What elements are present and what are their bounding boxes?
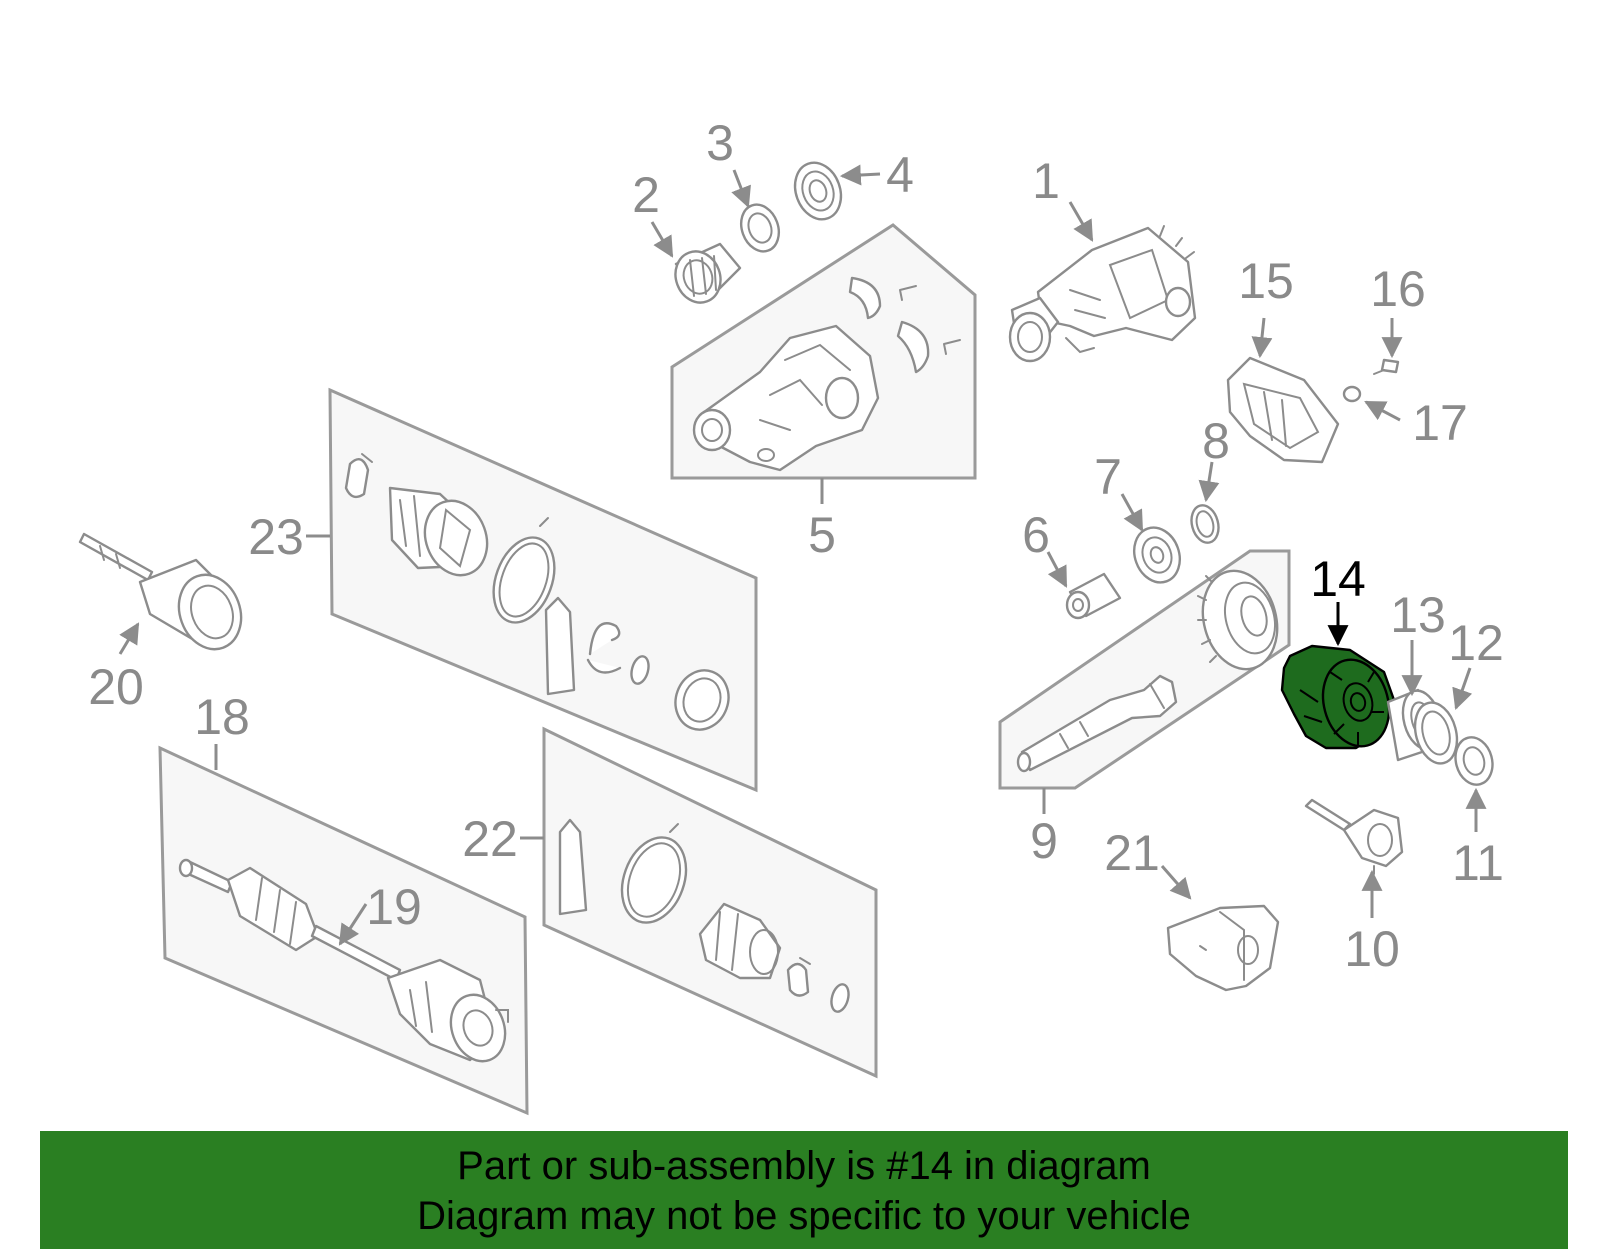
part-14-differential-case[interactable] [1280, 644, 1398, 754]
callout-19[interactable]: 19 [366, 879, 422, 935]
callout-13[interactable]: 13 [1390, 587, 1446, 643]
callout-12[interactable]: 12 [1448, 615, 1504, 671]
part-12-bearing-race[interactable] [1409, 698, 1464, 768]
part-7-bearing[interactable] [1127, 521, 1187, 589]
callout-21[interactable]: 21 [1104, 825, 1160, 881]
callout-20[interactable]: 20 [88, 659, 144, 715]
part-17-washer[interactable] [1342, 385, 1362, 403]
callout-15[interactable]: 15 [1238, 253, 1294, 309]
callout-numbers: 1 2 3 4 5 6 7 8 9 10 11 12 13 14 15 16 1… [88, 115, 1504, 977]
part-9-ring-and-pinion [1016, 569, 1279, 773]
info-banner: Part or sub-assembly is #14 in diagram D… [40, 1131, 1568, 1249]
callout-10[interactable]: 10 [1344, 921, 1400, 977]
banner-line-2: Diagram may not be specific to your vehi… [417, 1194, 1191, 1238]
panel-22-contents [558, 818, 850, 1013]
callout-1[interactable]: 1 [1032, 153, 1060, 209]
callout-7[interactable]: 7 [1094, 449, 1122, 505]
callout-18[interactable]: 18 [194, 689, 250, 745]
callout-14[interactable]: 14 [1310, 551, 1366, 607]
part-19-axle-shaft[interactable] [178, 858, 514, 1069]
part-11-side-seal[interactable] [1450, 733, 1497, 789]
callout-16[interactable]: 16 [1370, 261, 1426, 317]
callout-2[interactable]: 2 [632, 167, 660, 223]
callout-6[interactable]: 6 [1022, 507, 1050, 563]
part-5-carrier-assembly [692, 276, 961, 472]
part-8-o-ring[interactable] [1188, 502, 1223, 545]
part-20-inner-cv-joint[interactable] [78, 532, 251, 658]
callout-22[interactable]: 22 [462, 811, 518, 867]
leader-lines [118, 164, 1487, 946]
panel-23-contents [344, 453, 730, 731]
part-1-differential-housing[interactable] [1008, 225, 1197, 363]
callout-9[interactable]: 9 [1030, 813, 1058, 869]
callout-3[interactable]: 3 [706, 115, 734, 171]
part-6-bushing[interactable] [1065, 572, 1122, 620]
part-4-bearing[interactable] [787, 156, 848, 226]
part-15-rear-cover[interactable] [1226, 356, 1340, 464]
part-16-bolt[interactable] [1373, 358, 1400, 375]
callout-8[interactable]: 8 [1202, 413, 1230, 469]
callout-23[interactable]: 23 [248, 509, 304, 565]
part-10-side-flange[interactable] [1304, 798, 1404, 875]
banner-line-1: Part or sub-assembly is #14 in diagram [457, 1144, 1151, 1188]
callout-17[interactable]: 17 [1412, 395, 1468, 451]
callout-5[interactable]: 5 [808, 507, 836, 563]
callout-11[interactable]: 11 [1452, 835, 1504, 891]
part-21-mount-bracket[interactable] [1166, 904, 1280, 992]
callout-4[interactable]: 4 [886, 147, 914, 203]
part-3-seal[interactable] [735, 199, 785, 256]
part-2-boot[interactable] [668, 242, 742, 309]
panel-22-outer-boot-kit [542, 726, 878, 1079]
